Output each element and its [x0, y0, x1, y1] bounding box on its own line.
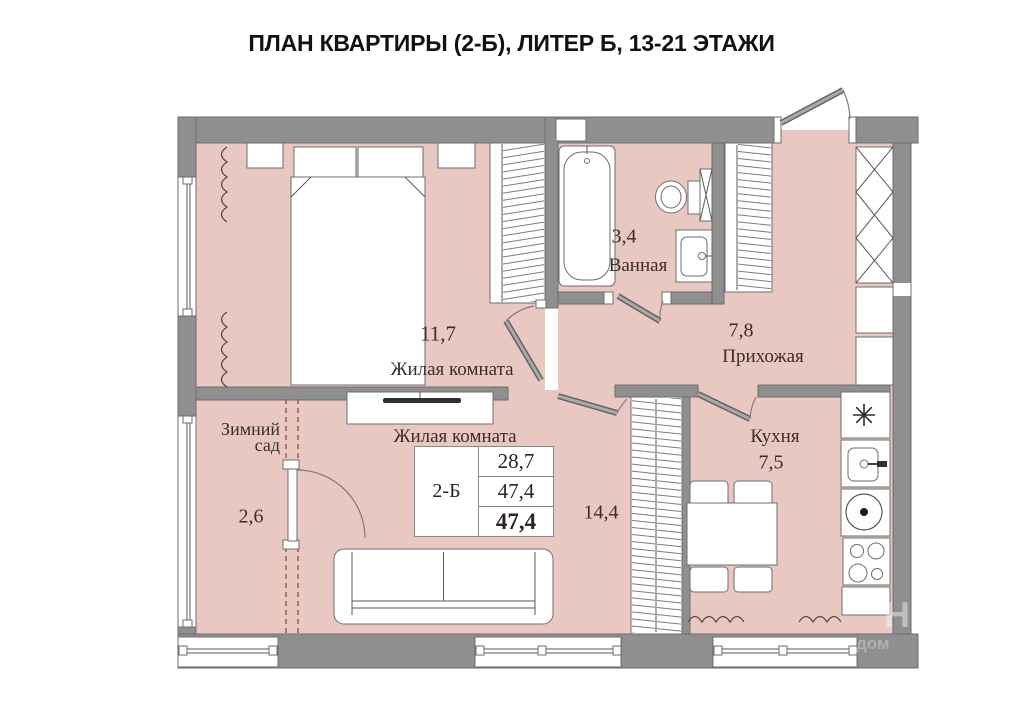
door-jamb	[535, 299, 547, 309]
winter-garden-label: Зимний сад	[221, 419, 280, 455]
bedroom-label: Жилая комната	[390, 359, 514, 380]
windows	[177, 176, 858, 668]
watermark-fragment: дом	[856, 634, 890, 653]
winter-garden-area: 2,6	[238, 505, 264, 528]
hallway-closet-x	[855, 146, 894, 284]
kitchen-fixtures	[686, 391, 891, 616]
hallway-wardrobe	[724, 142, 773, 293]
apartment-info-table: 2-Б 28,7 47,4 47,4	[414, 446, 554, 537]
vent-unit	[840, 391, 891, 439]
shaft-niche	[555, 118, 587, 142]
hallway-area: 7,8	[728, 319, 754, 342]
living-area-value: 28,7	[497, 449, 535, 473]
winter-garden-window	[177, 415, 197, 628]
winter-garden-door	[282, 459, 366, 550]
hallway-label: Прихожая	[722, 346, 804, 367]
radiator-bedroom-bottom	[220, 311, 229, 388]
kitchen-label: Кухня	[750, 426, 800, 447]
balcony-window-left	[177, 636, 279, 668]
duct-box	[699, 168, 713, 222]
living-room-furniture	[333, 391, 683, 635]
radiator-bedroom-top	[220, 146, 229, 223]
living-wardrobe	[630, 396, 683, 635]
bedroom-window	[177, 176, 197, 317]
area-value: 47,4	[479, 476, 553, 506]
tv-console	[346, 391, 494, 425]
radiators	[220, 146, 842, 624]
balcony-window-right	[712, 636, 858, 668]
balcony-window-center	[474, 636, 622, 668]
nightstand-left	[246, 142, 284, 169]
living-area: 14,4	[583, 501, 619, 524]
living-room-door	[557, 393, 628, 416]
total-area-value: 47,4	[479, 506, 553, 536]
nightstand-right	[437, 142, 476, 169]
dining-set	[686, 480, 778, 593]
bedroom-wardrobe	[489, 142, 546, 304]
kitchen-sink	[840, 439, 891, 488]
entrance-door	[773, 87, 857, 144]
kitchen-door	[696, 391, 757, 422]
toilet	[655, 180, 701, 215]
double-bed	[290, 146, 426, 386]
wall-joint-gap	[893, 283, 911, 296]
chair	[733, 480, 773, 507]
doors	[503, 87, 857, 422]
tv	[383, 398, 461, 403]
page-title: ПЛАН КВАРТИРЫ (2-Б), ЛИТЕР Б, 13-21 ЭТАЖ…	[248, 30, 775, 56]
dining-table	[686, 502, 778, 566]
bathroom-door	[616, 293, 664, 324]
door-jamb	[661, 291, 672, 305]
radiator-kitchen-right	[798, 615, 842, 624]
bedroom-area: 11,7	[420, 321, 456, 346]
hallway-cabinet	[855, 336, 894, 386]
chair	[689, 566, 729, 593]
bedroom-furniture	[246, 142, 546, 386]
hallway-storage	[724, 142, 894, 386]
door-jamb	[603, 291, 614, 305]
kitchen-counter	[841, 586, 891, 616]
chair	[733, 566, 773, 593]
bathtub	[558, 145, 616, 287]
stove	[842, 537, 891, 586]
winter-garden-partition	[282, 399, 366, 633]
bathroom-label: Ванная	[608, 255, 668, 276]
bathroom-sink	[675, 229, 713, 283]
unit-name: 2-Б	[415, 447, 479, 536]
bedroom-door	[503, 305, 544, 382]
chair	[689, 480, 729, 507]
hallway-cabinet	[855, 286, 894, 334]
bathroom-area: 3,4	[611, 225, 637, 248]
living-label: Жилая комната	[393, 426, 517, 447]
kitchen-area: 7,5	[758, 451, 784, 474]
watermark-fragment: Н	[884, 594, 910, 635]
radiator-kitchen-left	[687, 615, 745, 624]
bathroom-fixtures	[535, 145, 713, 309]
sofa	[333, 548, 554, 625]
round-appliance	[840, 488, 891, 537]
